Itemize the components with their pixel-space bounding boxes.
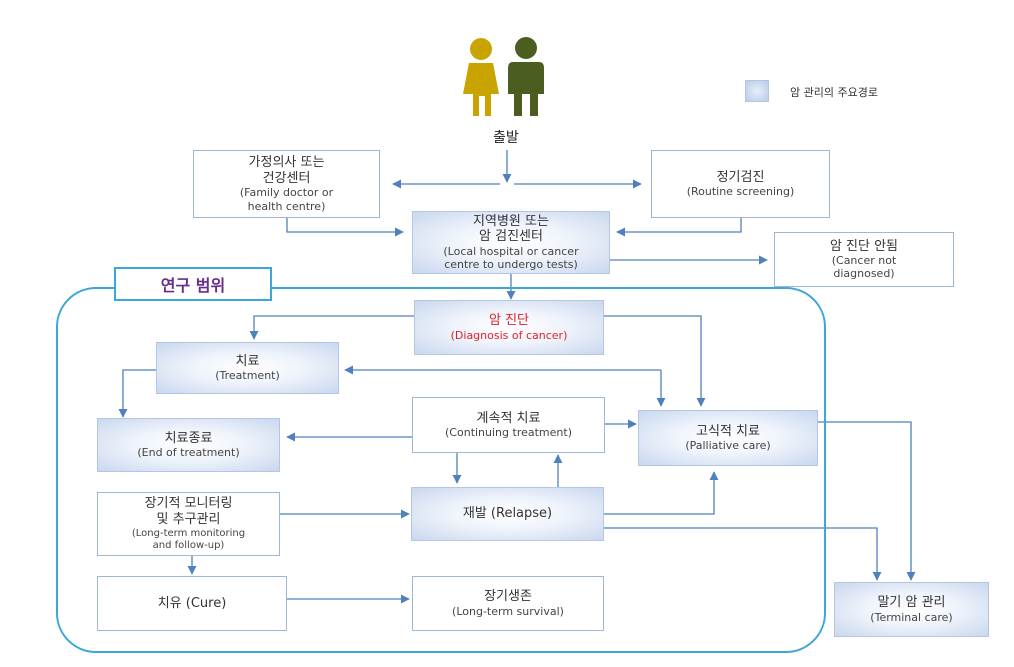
node-ko: 계속적 치료 [476,410,541,426]
node-relapse: 재발 (Relapse) [411,487,604,541]
node-cure: 치유 (Cure) [97,576,287,631]
edge-palliative-terminal [818,421,916,581]
node-en: (Cancer not diagnosed) [831,254,897,281]
edge-diagnosis-treatment [249,315,414,340]
node-label: 재발 (Relapse) [462,506,553,522]
node-end-of-treatment: 치료종료 (End of treatment) [97,418,280,472]
legend-label: 암 관리의 주요경로 [790,86,878,99]
node-ko: 장기적 모니터링 및 추구관리 [144,496,233,527]
node-ko: 정기검진 [716,169,765,185]
node-terminal-care: 말기 암 관리 (Terminal care) [834,582,989,637]
research-scope-boundary [56,287,826,653]
node-ko: 암 진단 안됨 [829,238,899,254]
node-en: (End of treatment) [137,446,240,460]
edge-screening-local [616,218,742,237]
node-long-term-monitoring: 장기적 모니터링 및 추구관리 (Long-term monitoring an… [97,492,280,556]
node-cancer-not-diagnosed: 암 진단 안됨 (Cancer not diagnosed) [774,232,954,287]
node-ko: 가정의사 또는 건강센터 [248,155,325,186]
edge-diagnosis-palliative [604,315,706,407]
start-label: 출발 [493,130,519,146]
node-ko: 지역병원 또는 암 검진센터 [473,213,549,245]
node-en: (Local hospital or cancer centre to unde… [443,244,579,272]
woman-icon [463,38,499,116]
node-en: (Continuing treatment) [445,426,572,440]
edge-relapse-palliative [604,471,719,515]
legend-swatch [745,80,769,102]
people-icon [463,37,544,116]
node-routine-screening: 정기검진 (Routine screening) [651,150,830,218]
node-ko: 암 진단 [488,313,529,329]
node-ko: 말기 암 관리 [877,595,946,611]
edge-treatment-endtreat [118,369,156,418]
node-local-hospital: 지역병원 또는 암 검진센터 (Local hospital or cancer… [412,211,610,274]
node-ko: 장기생존 [484,589,532,605]
node-label: 치유 (Cure) [157,595,227,611]
node-en: (Routine screening) [686,185,795,199]
edge-relapse-terminal [604,527,882,581]
research-scope-label: 연구 범위 [114,267,272,301]
node-en: (Family doctor or health centre) [239,186,334,213]
edge-family-local [286,218,404,237]
node-treatment: 치료 (Treatment) [156,342,339,394]
node-ko: 치료종료 [164,430,213,446]
node-palliative-care: 고식적 치료 (Palliative care) [638,410,818,466]
node-diagnosis: 암 진단 (Diagnosis of cancer) [414,300,604,355]
node-en: (Long-term monitoring and follow-up) [131,527,246,551]
node-continuing-treatment: 계속적 치료 (Continuing treatment) [412,397,605,453]
node-en: (Diagnosis of cancer) [450,328,568,342]
node-family-doctor: 가정의사 또는 건강센터 (Family doctor or health ce… [193,150,380,218]
node-ko: 치료 [235,353,260,369]
node-long-term-survival: 장기생존 (Long-term survival) [412,576,604,631]
node-en: (Long-term survival) [452,604,564,618]
node-ko: 고식적 치료 [696,423,760,439]
node-en: (Terminal care) [870,610,953,624]
node-en: (Treatment) [215,369,280,383]
man-icon [508,37,544,116]
node-en: (Palliative care) [685,439,771,453]
